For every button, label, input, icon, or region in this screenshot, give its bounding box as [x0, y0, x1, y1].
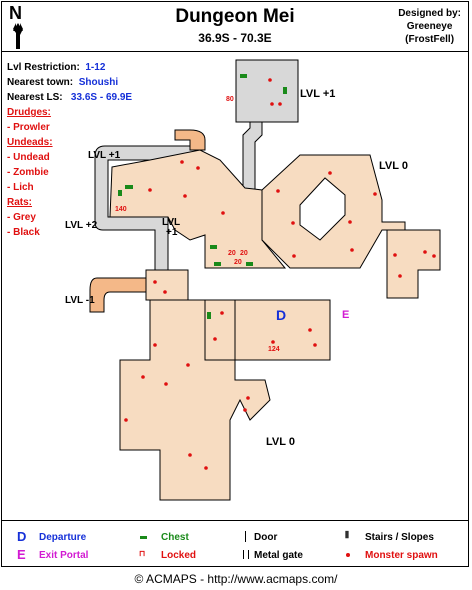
nearest-ls: Nearest LS: 33.6S - 69.9E [7, 92, 133, 103]
legend: D Departure E Exit Portal Chest ⊓ Locked… [1, 520, 469, 568]
label-lvl-mid-a: LVL [162, 217, 181, 228]
corridor-top-link [242, 121, 263, 191]
legend-departure: Departure [39, 532, 87, 543]
chest [214, 262, 221, 266]
locked-20b: 20 [240, 250, 248, 257]
departure-marker: D [276, 307, 287, 323]
compass: N [7, 3, 29, 49]
locked-140: 140 [115, 206, 127, 213]
legend-gate: Metal gate [254, 550, 303, 561]
legend-departure-symbol: D [17, 529, 27, 544]
chest [118, 190, 122, 196]
header: N Dungeon Mei 36.9S - 70.3E Designed by:… [1, 1, 469, 52]
label-lvl-plus1-left: LVL +1 [88, 150, 121, 161]
room-top [235, 59, 299, 123]
info-panel: Lvl Restriction: 1-12 Nearest town: Shou… [7, 60, 132, 240]
legend-gate-icon [243, 550, 249, 559]
room-middle [204, 299, 236, 361]
label-lvl-plus1-top: LVL +1 [300, 88, 336, 100]
legend-monster-icon [346, 553, 350, 557]
chests [118, 74, 287, 319]
legend-stairs: Stairs / Slopes [365, 532, 434, 543]
north-arrow-icon [13, 23, 23, 49]
credit: Designed by: Greeneye (FrostFell) [398, 7, 461, 46]
dungeon-coords: 36.9S - 70.3E [198, 31, 272, 45]
page-title: Dungeon Mei [175, 6, 295, 27]
dungeon-map: 80 140 124 20 20 20 [89, 59, 441, 501]
locked-124: 124 [268, 346, 280, 353]
label-lvl-plus2: LVL +2 [65, 220, 98, 231]
legend-monster: Monster spawn [365, 550, 438, 561]
legend-chest-icon [140, 536, 147, 539]
room-lower [119, 299, 271, 501]
legend-exit-symbol: E [17, 547, 26, 562]
chest [210, 245, 217, 249]
legend-door-icon [245, 531, 246, 542]
monster-group-undeads: Undeads: - Undead - Zombie - Lich [7, 137, 53, 193]
legend-locked-icon: ⊓ [139, 549, 146, 558]
chest [246, 262, 253, 266]
room-right-middle [234, 299, 331, 361]
label-lvl-minus1: LVL -1 [65, 295, 95, 306]
ramp-left [89, 277, 149, 313]
chest [207, 312, 211, 319]
credit-line-3: (FrostFell) [405, 34, 455, 45]
monster-group-rats: Rats: - Grey - Black [7, 197, 40, 238]
exit-marker: E [342, 309, 350, 321]
lvl-restriction: Lvl Restriction: 1-12 [7, 62, 106, 73]
legend-chest: Chest [161, 532, 189, 543]
locked-20c: 20 [234, 259, 242, 266]
map-frame [1, 1, 469, 567]
nearest-town: Nearest town: Shoushi [7, 77, 119, 88]
locked-80: 80 [226, 96, 234, 103]
compass-north-label: N [9, 3, 22, 23]
credit-line-1: Designed by: [398, 8, 461, 19]
chest [283, 87, 287, 94]
ramp-top [174, 129, 206, 151]
legend-locked: Locked [161, 550, 197, 561]
locked-20a: 20 [228, 250, 236, 257]
label-lvl-mid-b: +1 [166, 227, 178, 238]
room-upper-left [109, 149, 287, 269]
room-mid-link [145, 269, 189, 301]
legend-exit: Exit Portal [39, 550, 89, 561]
legend-stairs-icon: ⦀ [345, 530, 349, 540]
credit-line-2: Greeneye [406, 21, 453, 32]
room-upper-right [261, 154, 406, 269]
monster-spawns [124, 78, 436, 470]
chest [125, 185, 133, 189]
footer: © ACMAPS - http://www.acmaps.com/ [134, 572, 338, 586]
monster-group-drudges: Drudges: - Prowler [7, 107, 51, 133]
locked-markers: 80 140 124 20 20 20 [115, 96, 280, 353]
room-far-right [386, 229, 441, 299]
legend-door: Door [254, 532, 278, 543]
chest [240, 74, 247, 78]
label-lvl-0-right: LVL 0 [379, 160, 408, 172]
label-lvl-0-bottom: LVL 0 [266, 436, 295, 448]
